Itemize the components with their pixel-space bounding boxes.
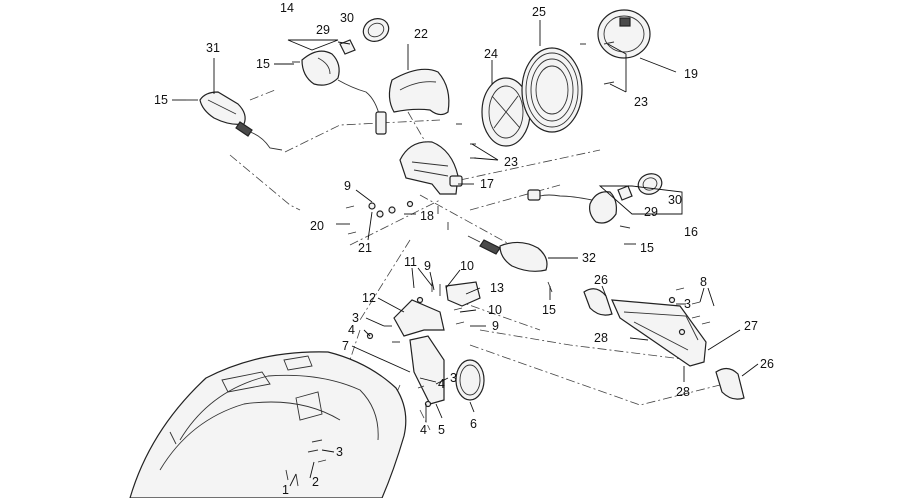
turn-signal-right-rear: [467, 235, 548, 272]
callout-3: 3: [352, 311, 359, 325]
license-plate-holder: [583, 288, 745, 400]
callout-16: 16: [684, 225, 698, 239]
lens-cap-right: [617, 173, 663, 201]
headlamp-shell: [597, 9, 651, 59]
callout-9: 9: [344, 179, 351, 193]
headlamp-unit: [521, 47, 583, 133]
callout-14: 14: [280, 1, 294, 15]
callout-3: 3: [684, 297, 691, 311]
callout-23: 23: [634, 95, 648, 109]
reflector: [455, 359, 485, 401]
callout-30: 30: [668, 193, 682, 207]
callout-labels: 14 29 30 22 25 31 15 24 19 15 23 23 9 17…: [154, 1, 774, 497]
callout-32: 32: [582, 251, 596, 265]
callout-27: 27: [744, 319, 758, 333]
lens-cap-top: [339, 18, 390, 55]
callout-8: 8: [700, 275, 707, 289]
callout-18: 18: [420, 209, 434, 223]
headlamp-ring: [481, 77, 531, 147]
callout-9: 9: [492, 319, 499, 333]
callout-23: 23: [504, 155, 518, 169]
callout-13: 13: [490, 281, 504, 295]
callout-15: 15: [542, 303, 556, 317]
callout-2: 2: [312, 475, 319, 489]
callout-28: 28: [676, 385, 690, 399]
callout-25: 25: [532, 5, 546, 19]
callout-4: 4: [348, 323, 355, 337]
callout-17: 17: [480, 177, 494, 191]
callout-21: 21: [358, 241, 372, 255]
rear-fender: [129, 351, 407, 498]
callout-29: 29: [316, 23, 330, 37]
callout-4: 4: [438, 377, 445, 391]
callout-30: 30: [340, 11, 354, 25]
callout-26: 26: [760, 357, 774, 371]
callout-15: 15: [256, 57, 270, 71]
turn-signal-left-front: [301, 50, 387, 135]
callout-24: 24: [484, 47, 498, 61]
callout-9: 9: [424, 259, 431, 273]
callout-3: 3: [450, 371, 457, 385]
turn-signal-right-front: [527, 189, 617, 224]
callout-20: 20: [310, 219, 324, 233]
callout-10: 10: [488, 303, 502, 317]
callout-26: 26: [594, 273, 608, 287]
leader-lines: [172, 20, 759, 487]
callout-11: 11: [404, 255, 417, 269]
callout-15: 15: [640, 241, 654, 255]
callout-31: 31: [206, 41, 220, 55]
callout-5: 5: [438, 423, 445, 437]
headlamp-bracket: [399, 141, 463, 195]
headlamp-visor: [388, 68, 450, 116]
callout-1: 1: [282, 483, 289, 497]
callout-3: 3: [336, 445, 343, 459]
callout-19: 19: [684, 67, 698, 81]
turn-signal-left-rear: [199, 91, 283, 151]
callout-10: 10: [460, 259, 474, 273]
callout-6: 6: [470, 417, 477, 431]
callout-12: 12: [362, 291, 376, 305]
callout-15: 15: [154, 93, 168, 107]
callout-4: 4: [420, 423, 427, 437]
callout-29: 29: [644, 205, 658, 219]
license-bracket: [393, 281, 481, 405]
callout-28: 28: [594, 331, 608, 345]
callout-7: 7: [342, 339, 349, 353]
callout-22: 22: [414, 27, 428, 41]
